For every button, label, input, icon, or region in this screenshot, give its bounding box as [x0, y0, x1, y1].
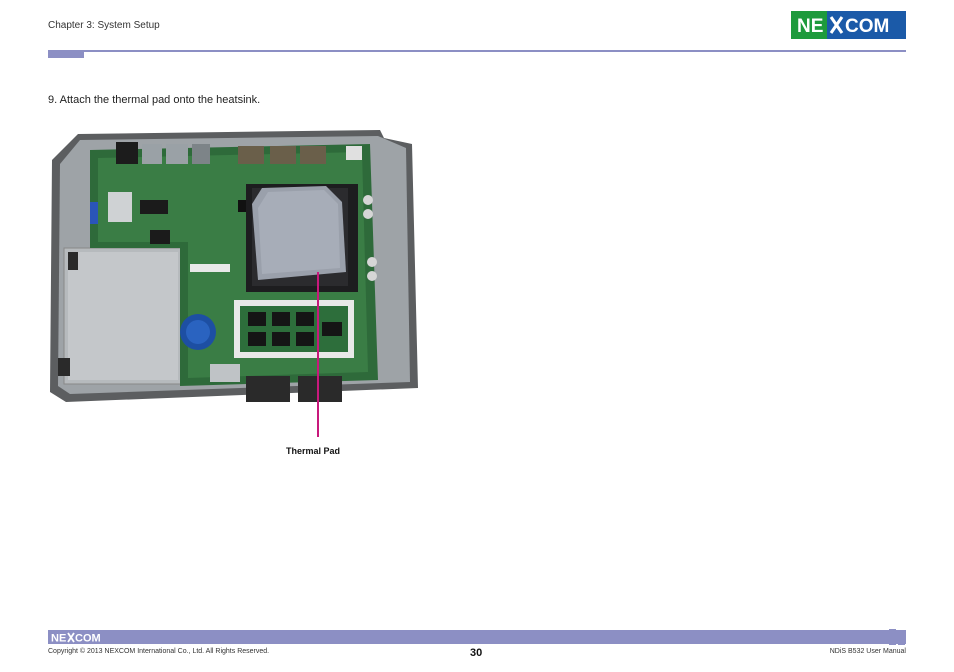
motherboard-photo	[50, 130, 418, 402]
footer-nexcom-logo: NE COM	[51, 633, 101, 644]
svg-text:NE: NE	[797, 16, 823, 37]
footer-bar	[48, 630, 906, 644]
copyright-text: Copyright © 2013 NEXCOM International Co…	[48, 648, 270, 655]
svg-text:COM: COM	[845, 16, 889, 37]
callout-label-thermal-pad: Thermal Pad	[286, 446, 341, 456]
header-accent-block	[48, 50, 84, 58]
svg-text:NE: NE	[51, 633, 66, 644]
nexcom-logo: NE COM	[791, 11, 906, 39]
callout-line	[317, 272, 319, 437]
step-instruction: 9. Attach the thermal pad onto the heats…	[48, 94, 261, 106]
manual-name: NDiS B532 User Manual	[829, 648, 906, 655]
page-number: 30	[470, 647, 483, 659]
header-rule	[48, 50, 906, 52]
chapter-title: Chapter 3: System Setup	[48, 20, 160, 31]
svg-text:COM: COM	[75, 633, 101, 644]
footer-corner-squares	[889, 629, 905, 645]
